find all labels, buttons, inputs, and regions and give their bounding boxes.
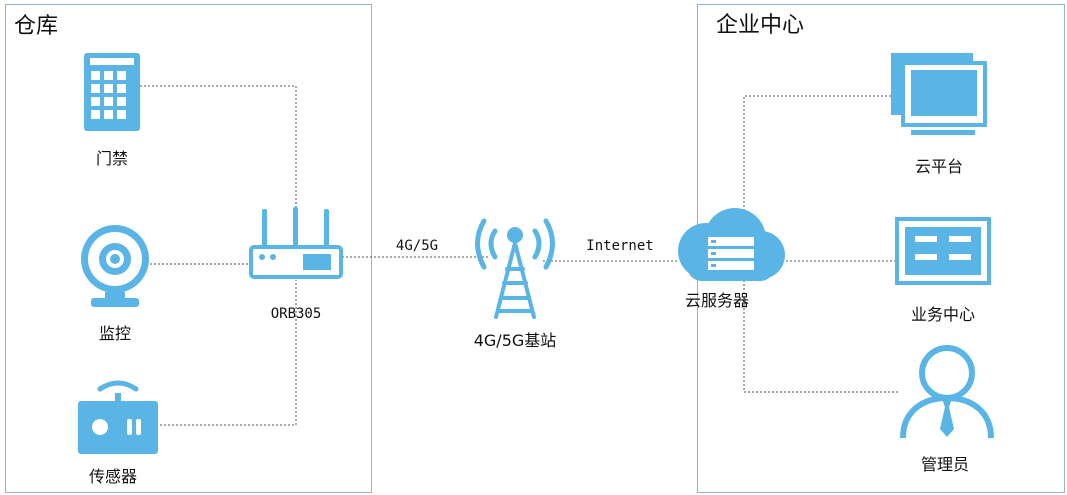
admin-label: 管理员 — [920, 455, 970, 474]
warehouse-title: 仓库 — [14, 14, 59, 39]
cloud-server-label: 云服务器 — [684, 291, 750, 310]
sensor-label: 传感器 — [88, 467, 138, 486]
cloud-server-icon — [678, 208, 785, 281]
keypad-icon — [84, 53, 140, 131]
enterprise-title: 企业中心 — [716, 13, 805, 38]
business-center-label: 业务中心 — [910, 305, 976, 324]
user-icon — [900, 345, 994, 439]
sensor-icon — [78, 380, 158, 454]
router-label: ORB305 — [270, 306, 322, 322]
router-icon — [249, 207, 343, 279]
dashboard-icon — [895, 217, 991, 285]
camera-label: 监控 — [98, 324, 132, 343]
server-to-platform-link — [743, 95, 893, 215]
cellular-link-label: 4G/5G — [395, 238, 439, 254]
tower-icon — [475, 218, 555, 319]
camera-icon — [81, 225, 149, 307]
cloud-platform-label: 云平台 — [914, 157, 964, 176]
server-to-admin-link — [743, 280, 900, 393]
monitor-icon — [891, 53, 987, 135]
door-link — [140, 85, 297, 250]
tower-label: 4G/5G基站 — [473, 331, 557, 350]
warehouse-panel — [5, 4, 372, 493]
sensor-link — [156, 280, 297, 426]
door-label: 门禁 — [95, 149, 129, 168]
internet-link-label: Internet — [586, 238, 654, 254]
